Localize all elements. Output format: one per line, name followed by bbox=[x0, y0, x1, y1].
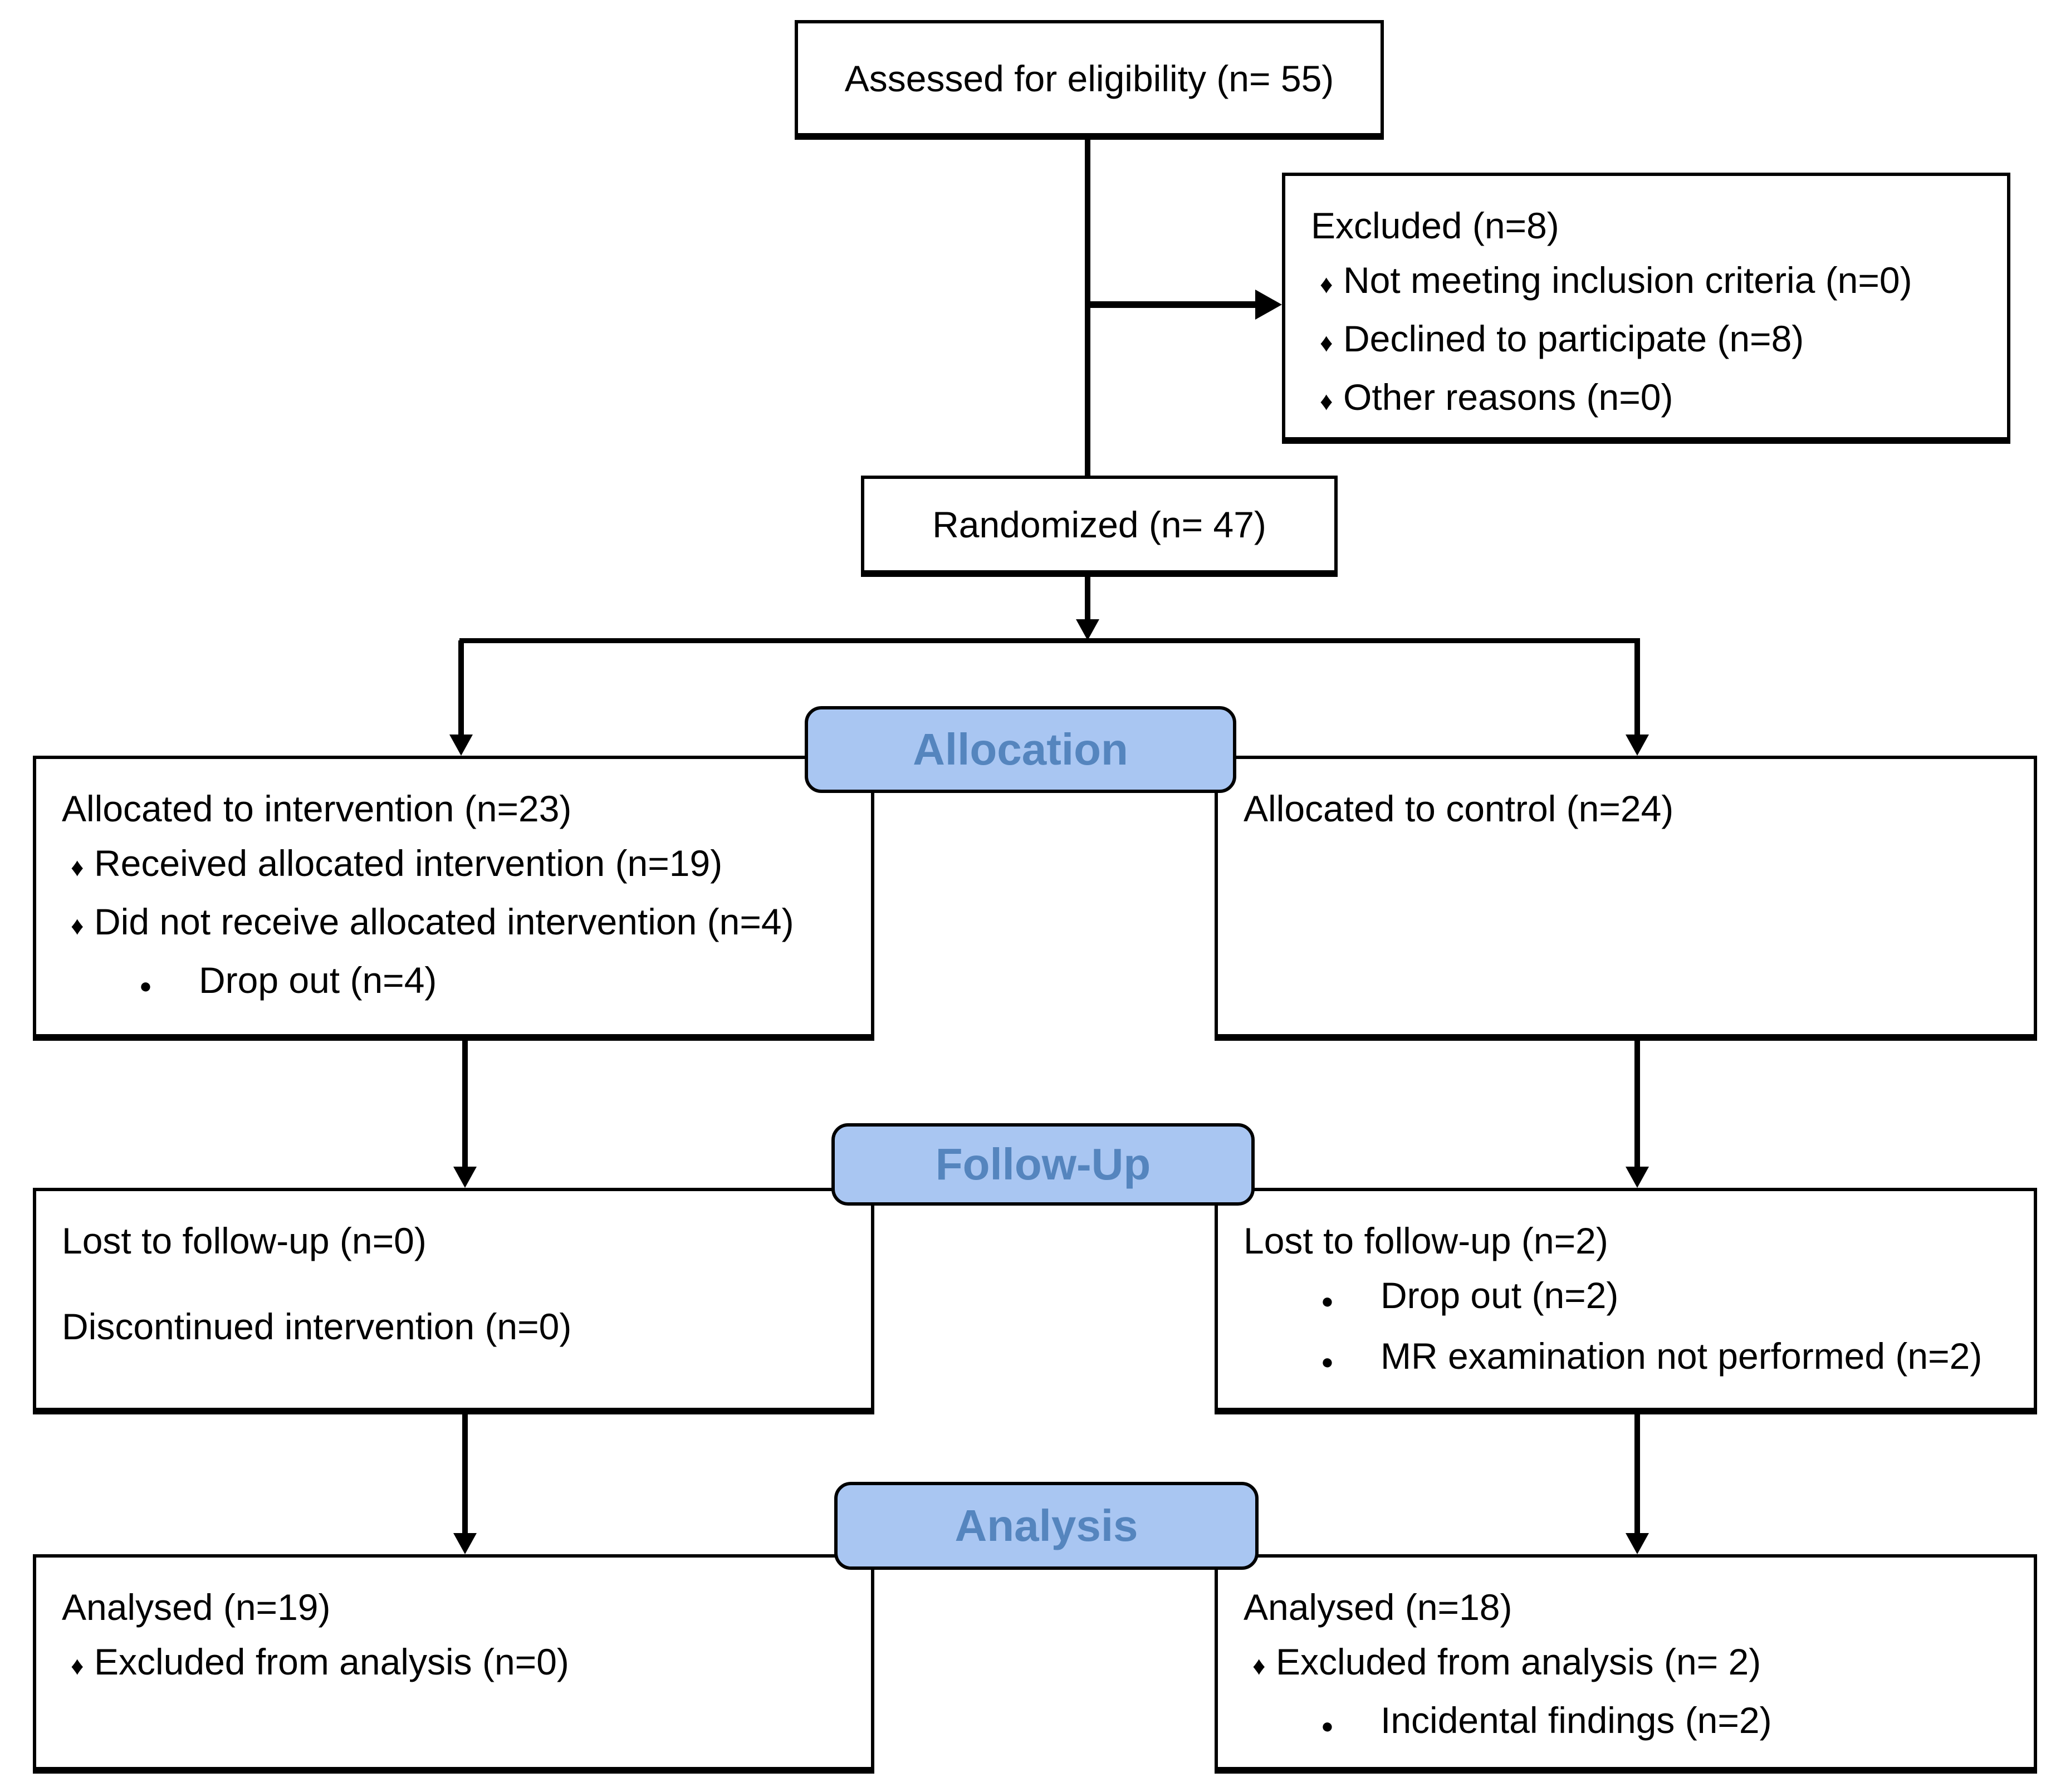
diamond-bullet-icon: ♦ bbox=[1320, 386, 1333, 415]
band-allocation: Allocation bbox=[805, 706, 1236, 793]
list-item: Analysed (n=18) bbox=[1244, 1587, 1513, 1628]
list-item: Lost to follow-up (n=2) bbox=[1244, 1220, 1608, 1261]
diamond-bullet-icon: ♦ bbox=[71, 911, 84, 940]
list-item: Lost to follow-up (n=0) bbox=[62, 1220, 427, 1261]
arrowhead-alloc-left-icon bbox=[449, 735, 473, 756]
band-allocation-label: Allocation bbox=[913, 724, 1128, 774]
arrowhead-analysis-left-icon bbox=[453, 1533, 477, 1554]
dot-bullet-icon: ● bbox=[1321, 1350, 1334, 1374]
band-analysis: Analysis bbox=[834, 1482, 1259, 1570]
box-allocated-intervention: Allocated to intervention (n=23) ♦Receiv… bbox=[33, 756, 874, 1041]
connector-followup-to-analysis-left bbox=[462, 1414, 468, 1534]
list-item: ●Drop out (n=4) bbox=[62, 953, 858, 1013]
band-followup-label: Follow-Up bbox=[935, 1139, 1151, 1189]
box-followup-control: Lost to follow-up (n=2) ●Drop out (n=2) … bbox=[1215, 1188, 2037, 1414]
diamond-bullet-icon: ♦ bbox=[1252, 1651, 1266, 1680]
dot-bullet-icon: ● bbox=[1321, 1290, 1334, 1313]
list-item: Analysed (n=19) bbox=[62, 1587, 331, 1628]
box-allocated-control: Allocated to control (n=24) bbox=[1215, 756, 2037, 1041]
list-item: ♦Did not receive allocated intervention … bbox=[62, 894, 858, 953]
dot-bullet-icon: ● bbox=[139, 975, 152, 998]
band-analysis-label: Analysis bbox=[955, 1501, 1138, 1550]
box-analysed-control: Analysed (n=18) ♦Excluded from analysis … bbox=[1215, 1554, 2037, 1774]
list-item: Allocated to control (n=24) bbox=[1244, 788, 1674, 829]
connector-split-horizontal bbox=[459, 638, 1640, 643]
box-excluded: Excluded (n=8) ♦Not meeting inclusion cr… bbox=[1282, 173, 2010, 444]
list-item: ●MR examination not performed (n=2) bbox=[1244, 1329, 2020, 1389]
connector-alloc-to-followup-left bbox=[462, 1041, 468, 1167]
list-item: ●Incidental findings (n=2) bbox=[1244, 1693, 2020, 1754]
randomized-label: Randomized (n= 47) bbox=[932, 504, 1266, 545]
dot-bullet-icon: ● bbox=[1321, 1715, 1334, 1738]
list-item: ●Drop out (n=2) bbox=[1244, 1268, 2020, 1329]
connector-followup-to-analysis-right bbox=[1634, 1414, 1640, 1534]
connector-split-to-alloc-right bbox=[1634, 640, 1640, 736]
box-followup-intervention: Lost to follow-up (n=0) Discontinued int… bbox=[33, 1188, 874, 1414]
arrowhead-followup-right-icon bbox=[1626, 1167, 1649, 1188]
box-analysed-intervention: Analysed (n=19) ♦Excluded from analysis … bbox=[33, 1554, 874, 1774]
arrowhead-split-icon bbox=[1076, 619, 1099, 640]
connector-assessed-to-randomized bbox=[1085, 139, 1090, 478]
list-item: Allocated to intervention (n=23) bbox=[62, 788, 572, 829]
list-item: Discontinued intervention (n=0) bbox=[62, 1306, 572, 1347]
list-item: ♦Not meeting inclusion criteria (n=0) bbox=[1311, 253, 1994, 311]
diamond-bullet-icon: ♦ bbox=[71, 1651, 84, 1680]
arrowhead-excluded-icon bbox=[1255, 290, 1282, 320]
diamond-bullet-icon: ♦ bbox=[1320, 270, 1333, 298]
connector-branch-to-excluded bbox=[1088, 301, 1256, 308]
connector-randomized-to-split bbox=[1085, 574, 1090, 621]
diamond-bullet-icon: ♦ bbox=[71, 853, 84, 882]
assessed-eligibility-label: Assessed for eligibility (n= 55) bbox=[844, 57, 1334, 99]
list-item: ♦Declined to participate (n=8) bbox=[1311, 311, 1994, 370]
arrowhead-followup-left-icon bbox=[453, 1167, 477, 1188]
list-item: ♦Other reasons (n=0) bbox=[1311, 370, 1994, 428]
box-assessed-eligibility: Assessed for eligibility (n= 55) bbox=[795, 20, 1384, 140]
list-item: ♦Received allocated intervention (n=19) bbox=[62, 836, 858, 894]
list-item: ♦Excluded from analysis (n=0) bbox=[62, 1634, 858, 1693]
connector-split-to-alloc-left bbox=[458, 640, 464, 736]
list-item: Excluded (n=8) bbox=[1311, 205, 1559, 246]
diamond-bullet-icon: ♦ bbox=[1320, 328, 1333, 357]
box-randomized: Randomized (n= 47) bbox=[861, 476, 1338, 577]
list-item: ♦Excluded from analysis (n= 2) bbox=[1244, 1634, 2020, 1693]
arrowhead-analysis-right-icon bbox=[1626, 1533, 1649, 1554]
band-followup: Follow-Up bbox=[831, 1123, 1255, 1206]
arrowhead-alloc-right-icon bbox=[1626, 735, 1649, 756]
connector-alloc-to-followup-right bbox=[1634, 1041, 1640, 1167]
